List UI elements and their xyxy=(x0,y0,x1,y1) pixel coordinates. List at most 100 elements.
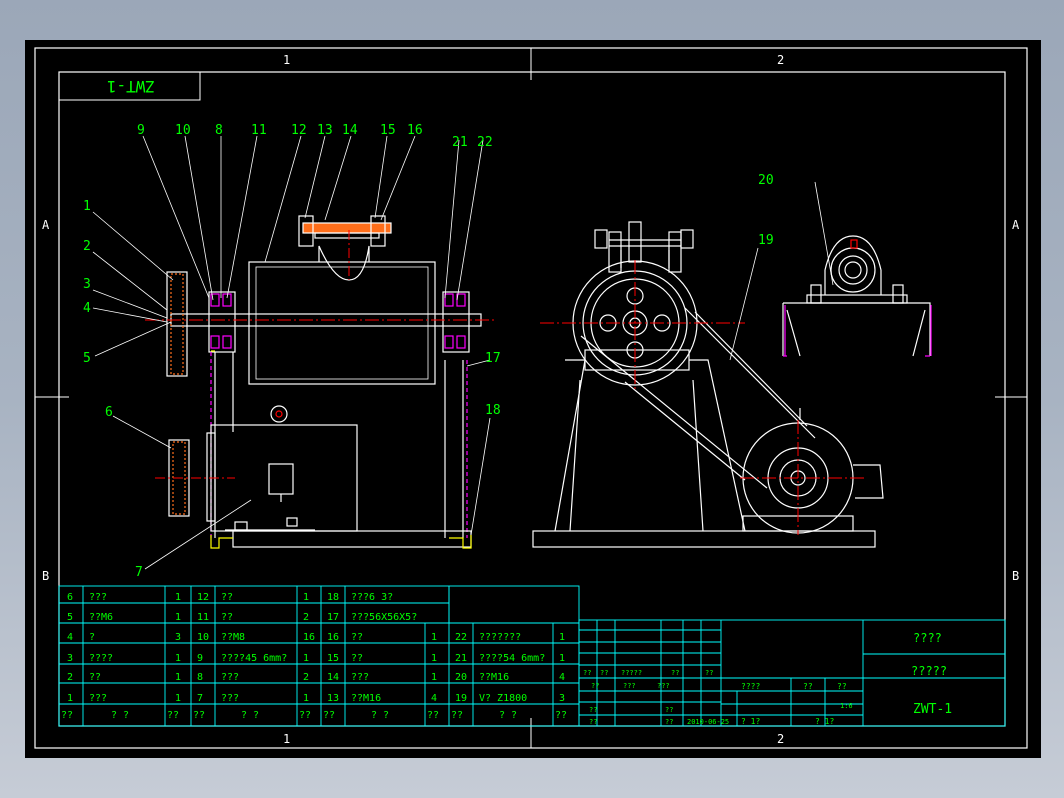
svg-text:11: 11 xyxy=(251,123,267,138)
bom-header-cell: ? ? xyxy=(111,710,129,721)
bom-cell: 11 xyxy=(197,612,209,623)
svg-text:??: ?? xyxy=(837,682,847,691)
bom-header-cell: ?? xyxy=(451,710,463,721)
bom-cell: 1 xyxy=(175,693,181,704)
bom-header-cell: ? ? xyxy=(499,710,517,721)
svg-text:18: 18 xyxy=(485,403,501,418)
drawing-number: ZWT-1 xyxy=(913,702,952,717)
bom-cell: 6 xyxy=(67,592,73,603)
svg-text:8: 8 xyxy=(215,123,223,138)
cad-drawing: 1 2 1 2 A B A B ZWT-1 xyxy=(34,47,1028,749)
bom-cell: ?? xyxy=(221,612,233,623)
svg-text:5: 5 xyxy=(83,351,91,366)
bom-cell: ?? xyxy=(221,592,233,603)
bom-cell: 10 xyxy=(197,632,209,643)
bom-cell: ?? xyxy=(351,653,363,664)
svg-text:20: 20 xyxy=(758,173,774,188)
svg-text:?????: ????? xyxy=(621,669,642,677)
svg-text:??: ?? xyxy=(665,718,673,726)
bom-cell: 4 xyxy=(431,693,437,704)
bom-cell: 1 xyxy=(175,653,181,664)
bom-cell: ??M16 xyxy=(479,672,509,683)
svg-text:17: 17 xyxy=(485,351,501,366)
bom-cell: 21 xyxy=(455,653,467,664)
bom-cell: 1 xyxy=(431,632,437,643)
bom-header-cell: ?? xyxy=(193,710,205,721)
bom-cell: ??? xyxy=(89,592,107,603)
drawing-scale: 1:6 xyxy=(840,702,853,710)
bom-cell: ??? xyxy=(351,672,369,683)
bom-cell: ??M6 xyxy=(89,612,113,623)
svg-text:??: ?? xyxy=(665,706,673,714)
bom-cell: ????45 6mm? xyxy=(221,653,287,664)
bom-cell: 17 xyxy=(327,612,339,623)
bom-cell: 2 xyxy=(67,672,73,683)
svg-text:??: ?? xyxy=(705,669,713,677)
svg-text:? 1?: ? 1? xyxy=(741,717,760,726)
bom-cell: ??? xyxy=(89,693,107,704)
bom-cell: ???6 3? xyxy=(351,592,393,603)
bom-header-cell: ?? xyxy=(299,710,311,721)
bom-cell: 1 xyxy=(303,693,309,704)
callout-numbers: 1 2 3 4 5 6 7 8 9 10 11 12 13 14 15 16 1… xyxy=(83,123,774,580)
bom-cell: ? xyxy=(89,632,95,643)
bom-cell: ????54 6mm? xyxy=(479,653,545,664)
svg-text:1: 1 xyxy=(83,199,91,214)
bom-header-cell: ?? xyxy=(167,710,179,721)
svg-text:4: 4 xyxy=(83,301,91,316)
svg-text:???: ??? xyxy=(657,682,670,690)
bom-cell: 12 xyxy=(197,592,209,603)
svg-text:3: 3 xyxy=(83,277,91,292)
bom-header-cell: ? ? xyxy=(241,710,259,721)
bom-cell: 2 xyxy=(303,612,309,623)
bom-cell: 1 xyxy=(175,672,181,683)
bom-cell: 1 xyxy=(175,612,181,623)
zone-top-1: 1 xyxy=(283,53,290,67)
bom-cell: 19 xyxy=(455,693,467,704)
title-block-grid xyxy=(578,619,1006,727)
bom-cell: 16 xyxy=(303,632,315,643)
svg-text:6: 6 xyxy=(105,405,113,420)
zone-bottom-2: 2 xyxy=(777,732,784,746)
bom-cell: ?? xyxy=(89,672,101,683)
svg-text:12: 12 xyxy=(291,123,307,138)
svg-text:22: 22 xyxy=(477,135,493,150)
bom-cell: 4 xyxy=(559,672,565,683)
svg-text:??: ?? xyxy=(591,682,599,690)
bom-header-cell: ? ? xyxy=(371,710,389,721)
svg-text:16: 16 xyxy=(407,123,423,138)
bom-cell: 7 xyxy=(197,693,203,704)
drawing-sheet: 1 2 1 2 A B A B ZWT-1 xyxy=(25,40,1041,758)
callout-leaders xyxy=(92,135,491,570)
bom-cell: 1 xyxy=(175,592,181,603)
svg-text:???: ??? xyxy=(623,682,636,690)
bom-header-cell: ?? xyxy=(427,710,439,721)
bom-cell: 1 xyxy=(431,653,437,664)
bom-cell: 15 xyxy=(327,653,339,664)
bom-cell: 20 xyxy=(455,672,467,683)
svg-text:??: ?? xyxy=(589,718,597,726)
zone-left-a: A xyxy=(42,218,50,232)
bom-cell: ??? xyxy=(221,672,239,683)
svg-text:??: ?? xyxy=(803,682,813,691)
zone-bottom-1: 1 xyxy=(283,732,290,746)
svg-text:10: 10 xyxy=(175,123,191,138)
code-box xyxy=(58,71,201,101)
bom-cell: 5 xyxy=(67,612,73,623)
bom-cell: 1 xyxy=(67,693,73,704)
drawing-date: 2010-06-25 xyxy=(687,718,729,726)
bom-cell: 14 xyxy=(327,672,339,683)
svg-text:15: 15 xyxy=(380,123,396,138)
bom-cell: ??M16 xyxy=(351,693,381,704)
bom-cell: 4 xyxy=(67,632,73,643)
bom-cell: 2 xyxy=(303,672,309,683)
bom-cell: ?? xyxy=(351,632,363,643)
zone-top-2: 2 xyxy=(777,53,784,67)
bom-cell: ??????? xyxy=(479,632,521,643)
bom-cell: ???? xyxy=(89,653,113,664)
bom-cell: 9 xyxy=(197,653,203,664)
svg-text:??: ?? xyxy=(600,669,608,677)
bom-cell: 8 xyxy=(197,672,203,683)
svg-text:2: 2 xyxy=(83,239,91,254)
